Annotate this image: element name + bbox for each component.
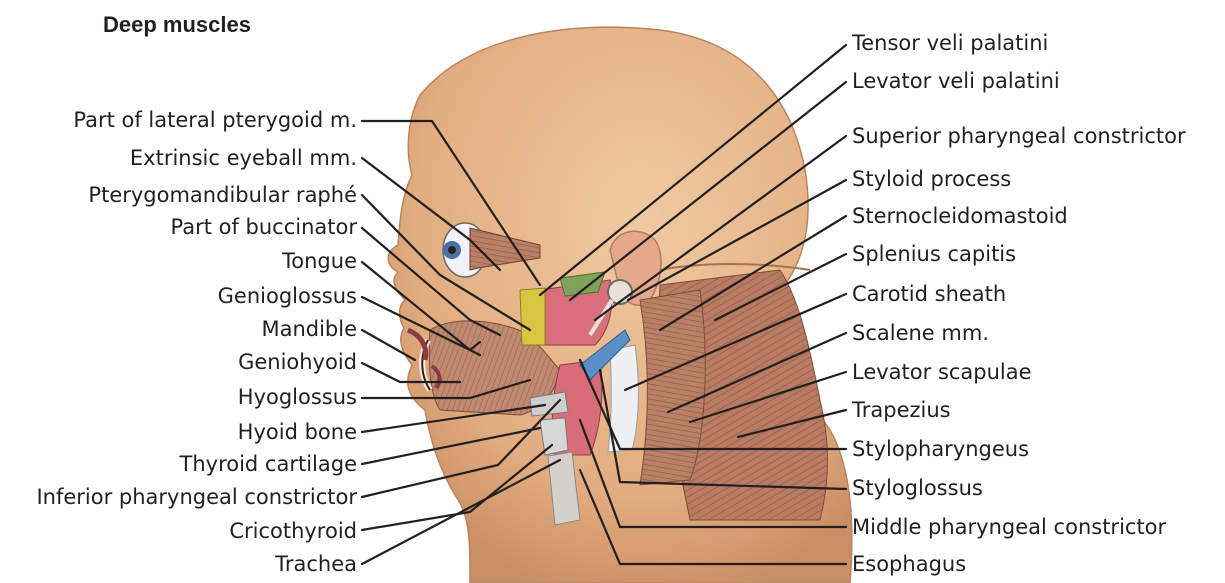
hyoid-shape [529,391,569,417]
label-right: Tensor veli palatini [852,31,1049,55]
leader-line-left [360,156,502,272]
label-right: Scalene mm. [852,321,989,345]
leader-line-left [360,226,502,337]
leader-line-left [360,193,532,332]
label-left: Pterygomandibular raphé [88,183,357,207]
leader-line-right [578,418,848,529]
leader-line-right [568,80,848,302]
trachea-shape [547,451,581,526]
label-left: Cricothyroid [229,519,357,543]
label-right: Esophagus [852,552,967,576]
tensor-yellow [519,287,546,346]
label-right: Styloglossus [852,476,983,500]
label-right: Stylopharyngeus [852,437,1030,461]
label-right: Middle pharyngeal constrictor [852,515,1167,539]
leader-line-left [360,443,554,532]
label-left: Mandible [261,317,357,341]
thyroid-cartilage-shape [539,417,569,456]
leader-line-left [360,119,542,287]
label-left: Part of lateral pterygoid m. [73,108,357,132]
label-right: Carotid sheath [852,282,1007,306]
leader-line-right [578,468,848,566]
label-left: Genioglossus [217,284,357,308]
leader-line-right [578,358,848,451]
label-left: Hyoid bone [237,420,357,444]
leader-line-right [598,368,848,491]
leader-line-right [658,214,848,332]
label-right: Superior pharyngeal constrictor [852,124,1186,148]
label-left: Thyroid cartilage [179,452,358,476]
label-right: Levator scapulae [852,360,1032,384]
levator-green [559,271,606,297]
leader-line-left [360,378,532,400]
leader-line-left [360,398,562,499]
label-right: Trapezius [852,398,951,422]
leader-lines [360,43,848,566]
leader-line-right [538,43,848,297]
label-left: Tongue [282,249,357,273]
leader-line-right [666,331,848,414]
label-left: Trachea [275,552,357,576]
diagram-title: Deep muscles [103,12,251,37]
leader-line-left [360,295,482,357]
label-right: Sternocleidomastoid [852,204,1068,228]
label-left: Inferior pharyngeal constrictor [36,485,357,509]
leader-line-left [360,426,542,466]
label-right: Splenius capitis [852,242,1017,266]
label-left: Geniohyoid [238,350,357,374]
leader-line-left [360,458,562,566]
leader-line-left [360,328,417,362]
leader-line-right [736,408,848,439]
leader-line-right [623,292,848,392]
leader-line-left [360,361,462,384]
leader-line-right [688,370,848,424]
label-right: Levator veli palatini [852,69,1060,93]
label-left: Part of buccinator [170,215,357,239]
label-left: Hyoglossus [237,385,357,409]
leader-line-left [360,403,547,434]
sternocleidomastoid-shape [639,289,706,486]
leader-line-right [593,134,848,322]
label-right: Styloid process [852,167,1012,191]
label-left: Extrinsic eyeball mm. [129,146,357,170]
leader-line-right [626,178,848,302]
leader-line-right [713,252,848,322]
